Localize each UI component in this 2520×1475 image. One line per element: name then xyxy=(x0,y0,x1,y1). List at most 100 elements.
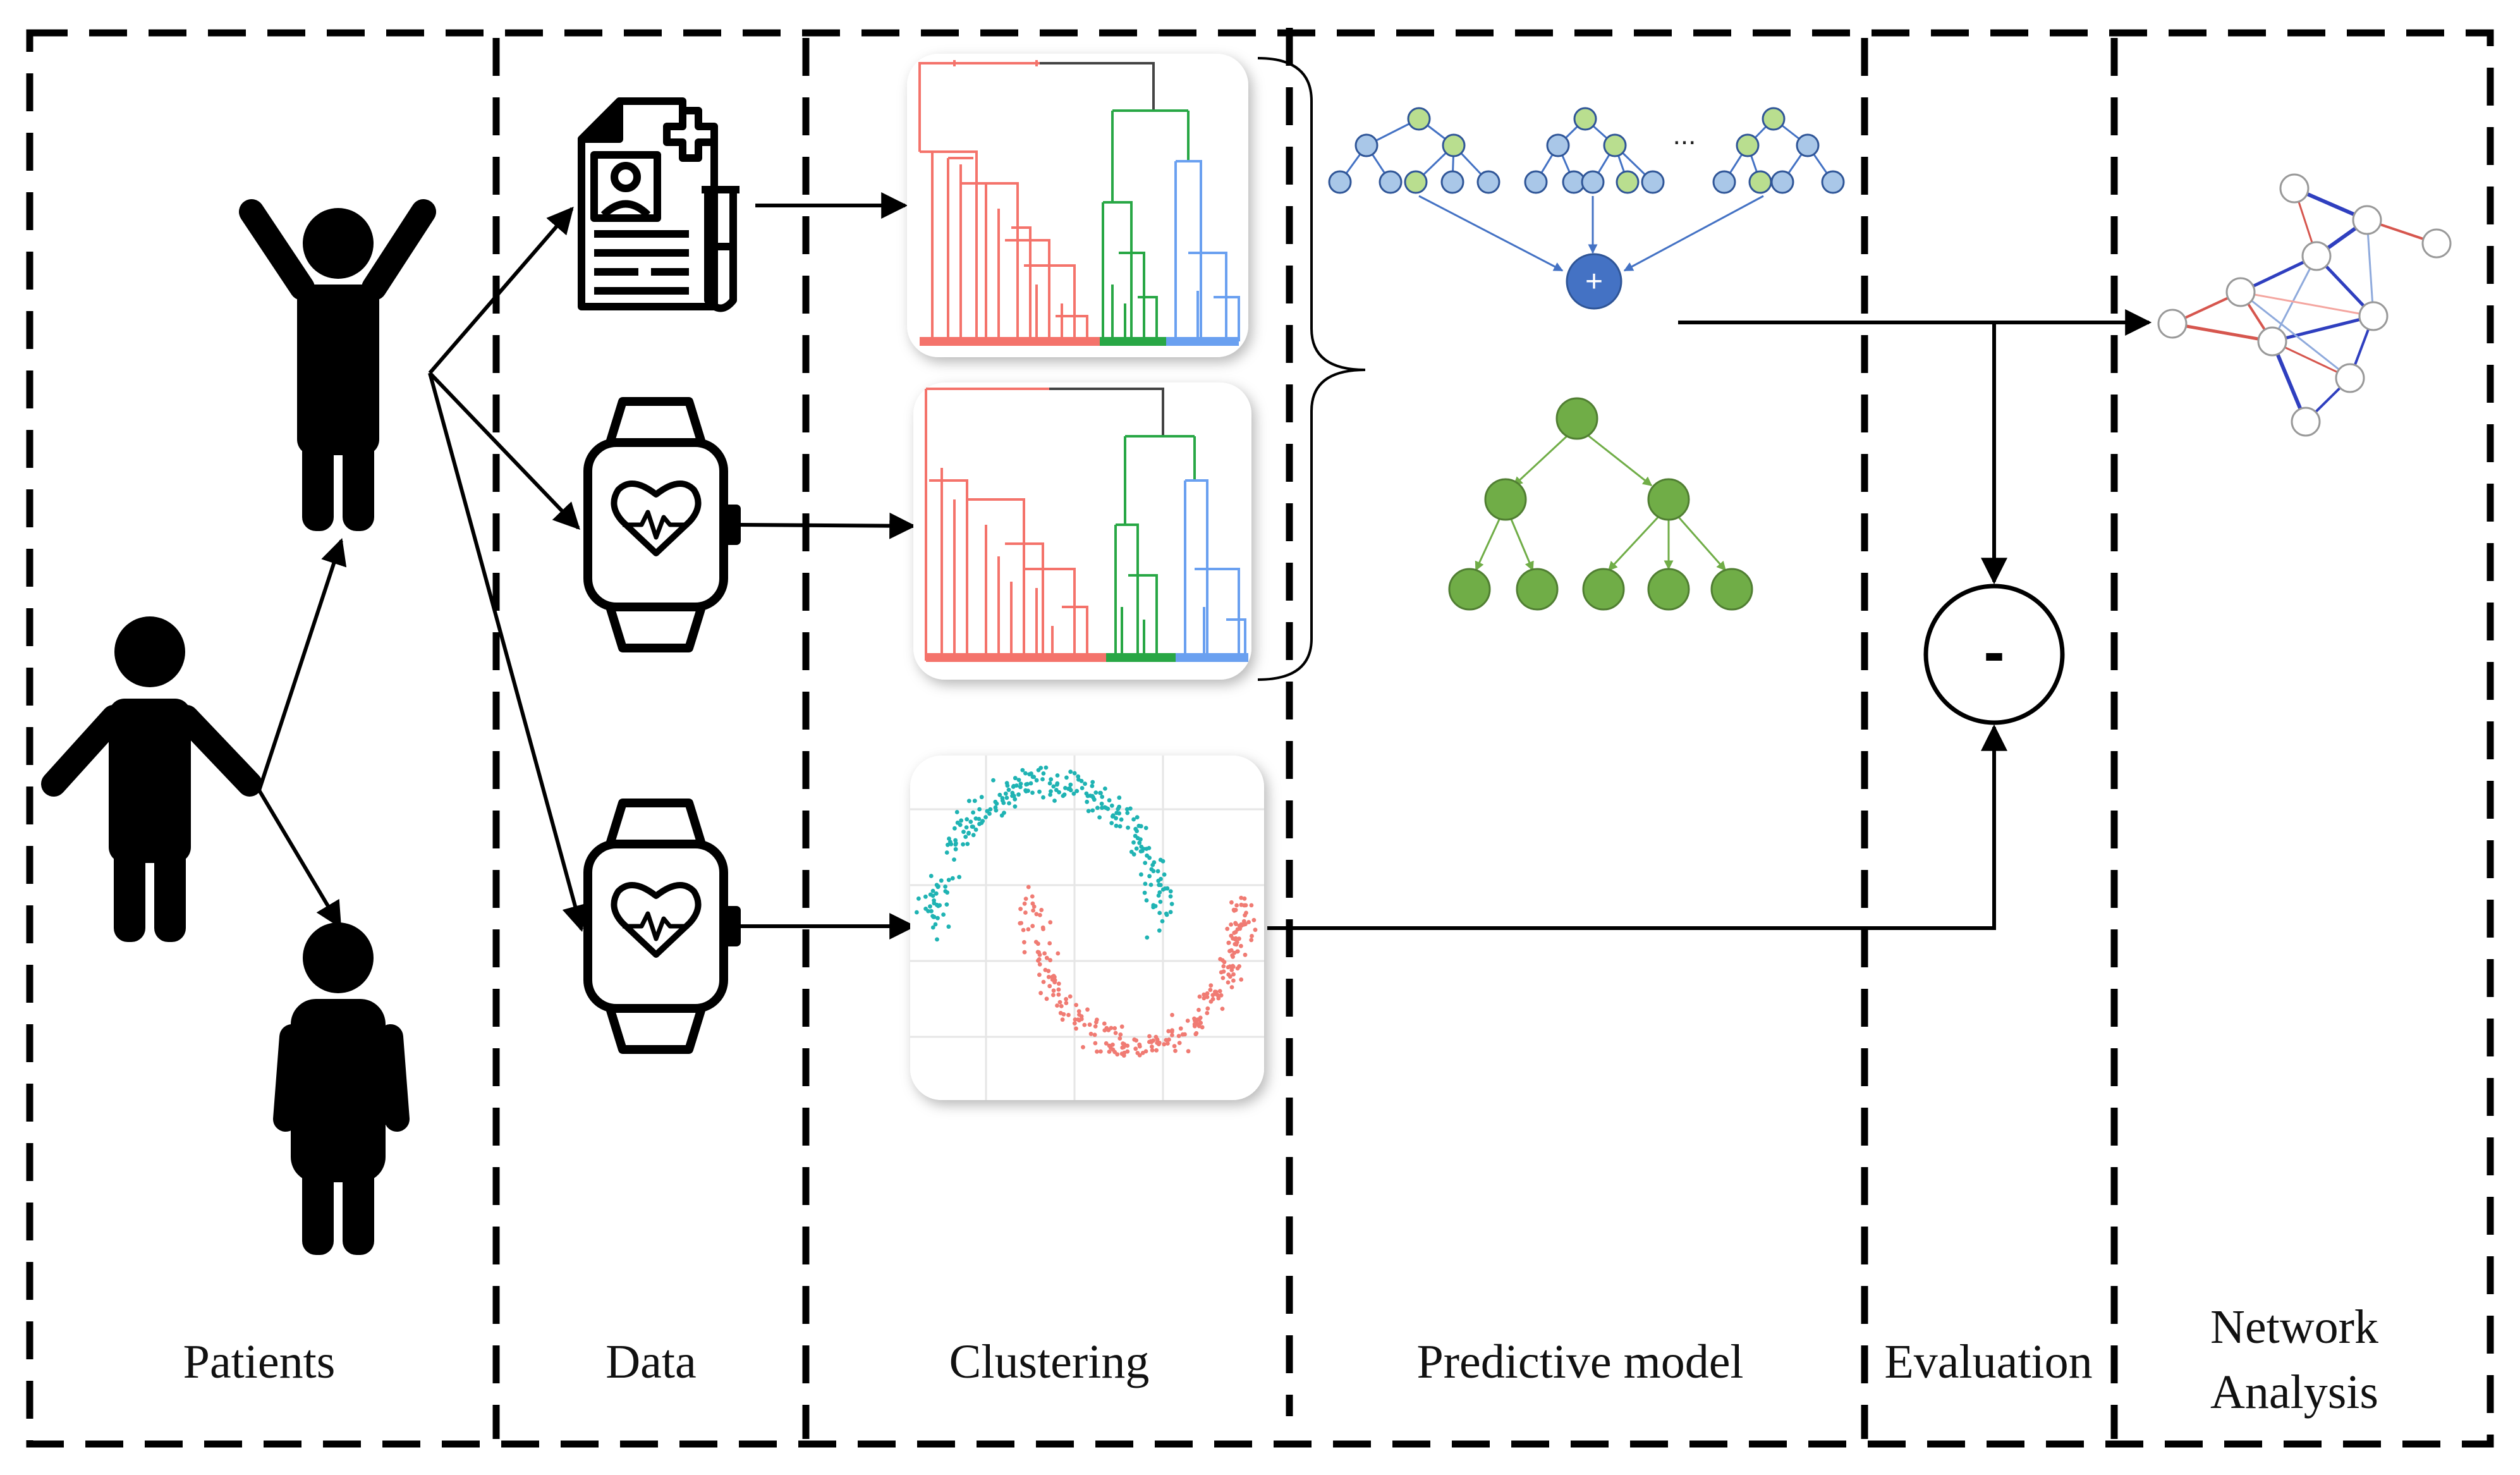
scatter-point xyxy=(1227,974,1233,979)
scatter-point xyxy=(935,915,940,921)
scatter-point xyxy=(1243,952,1248,957)
evaluation-flow xyxy=(1267,309,2152,930)
scatter-point xyxy=(1143,881,1148,886)
scatter-point xyxy=(953,847,958,852)
scatter-point xyxy=(1013,797,1018,802)
scatter-point xyxy=(1148,883,1153,887)
scatter-point xyxy=(1026,884,1031,890)
scatter-point xyxy=(1074,788,1080,793)
scatter-point xyxy=(1139,872,1143,877)
scatter-point xyxy=(1079,1014,1084,1019)
scatter-point xyxy=(1221,964,1226,969)
scatter-point xyxy=(1022,901,1027,906)
scatter-point xyxy=(1253,927,1258,933)
scatter-point xyxy=(1126,825,1130,830)
scatter-point xyxy=(1095,1049,1099,1054)
scatter-point xyxy=(1107,1050,1112,1054)
scatter-point xyxy=(1080,786,1085,790)
scatter-point xyxy=(1194,1031,1199,1036)
scatter-point xyxy=(1162,1042,1167,1047)
scatter-point xyxy=(1107,798,1112,803)
scatter-point xyxy=(1125,1043,1130,1048)
scatter-point xyxy=(961,842,965,847)
scatter-point xyxy=(1046,974,1051,979)
scatter-point xyxy=(1041,771,1046,776)
scatter-point xyxy=(1099,801,1104,806)
scatter-points xyxy=(915,765,1258,1058)
scatter-point xyxy=(1028,781,1033,786)
stage-label-network-line1: Network xyxy=(2210,1301,2378,1354)
scatter-point xyxy=(1049,777,1054,782)
scatter-point xyxy=(1165,886,1170,891)
scatter-point xyxy=(1048,958,1052,963)
scatter-point xyxy=(949,842,954,847)
scatter-point xyxy=(1226,980,1231,985)
scatter-point xyxy=(1104,1041,1109,1046)
scatter-point xyxy=(1118,1032,1123,1037)
scatter-point xyxy=(1007,801,1011,805)
scatter-point xyxy=(1059,1004,1064,1008)
stage-label-network-analysis: Network Analysis xyxy=(2105,1295,2484,1424)
scatter-point xyxy=(1234,940,1239,945)
scatter-point xyxy=(1144,898,1149,903)
scatter-point xyxy=(944,902,949,907)
scatter-point xyxy=(1061,793,1066,799)
scatter-point xyxy=(946,878,951,883)
scatter-point xyxy=(1168,889,1173,894)
scatter-point xyxy=(959,818,964,823)
scatter-point xyxy=(1227,948,1232,953)
scatter-point xyxy=(988,807,993,812)
scatter-point xyxy=(1143,826,1148,830)
scatter-point xyxy=(1134,1038,1138,1043)
scatter-point xyxy=(1027,772,1032,776)
scatter-point xyxy=(1006,787,1011,792)
scatter-point xyxy=(1150,1048,1155,1053)
scatter-point xyxy=(1149,1039,1154,1044)
minus-symbol: - xyxy=(1983,616,2004,687)
stage-label-predictive-model: Predictive model xyxy=(1416,1335,1744,1388)
scatter-point xyxy=(1081,1044,1085,1050)
scatter-point xyxy=(997,792,1002,797)
scatter-point xyxy=(1145,853,1149,858)
scatter-point xyxy=(953,826,957,831)
scatter-point xyxy=(1205,1011,1210,1015)
scatter-point xyxy=(1031,908,1035,913)
scatter-point xyxy=(1143,860,1148,866)
scatter-cluster-panel xyxy=(910,756,1264,1100)
scatter-point xyxy=(1064,775,1069,780)
scatter-point xyxy=(929,909,934,914)
scatter-point xyxy=(1093,790,1099,795)
scatter-point xyxy=(1221,969,1226,974)
scatter-point xyxy=(1040,777,1045,781)
scatter-point xyxy=(1196,1008,1201,1012)
scatter-point xyxy=(1131,840,1136,845)
scatter-point xyxy=(983,815,988,819)
scatter-point xyxy=(979,795,984,800)
scatter-point xyxy=(928,904,932,909)
scatter-point xyxy=(1234,903,1239,908)
scatter-point xyxy=(1083,781,1087,786)
scatter-point xyxy=(1186,1049,1191,1054)
scatter-point xyxy=(1119,817,1124,822)
scatter-point xyxy=(1239,977,1244,982)
scatter-point xyxy=(1157,890,1162,895)
scatter-point xyxy=(1216,996,1221,1001)
scatter-point xyxy=(1021,927,1026,933)
scatter-point xyxy=(930,925,935,930)
scatter-point xyxy=(1041,927,1045,931)
scatter-point xyxy=(957,874,961,879)
scatter-point xyxy=(1170,1033,1174,1037)
scatter-point xyxy=(947,836,951,841)
scatter-point xyxy=(973,827,978,832)
scatter-point xyxy=(1041,795,1045,800)
scatter-point xyxy=(1005,783,1010,788)
scatter-point xyxy=(1137,840,1142,845)
scatter-point xyxy=(1114,823,1119,828)
scatter-point xyxy=(1202,992,1207,997)
scatter-point xyxy=(1176,1034,1181,1038)
scatter-point xyxy=(1116,807,1121,811)
patient-arrows xyxy=(257,206,588,933)
scatter-point xyxy=(946,842,950,847)
scatter-point xyxy=(1147,1034,1152,1039)
